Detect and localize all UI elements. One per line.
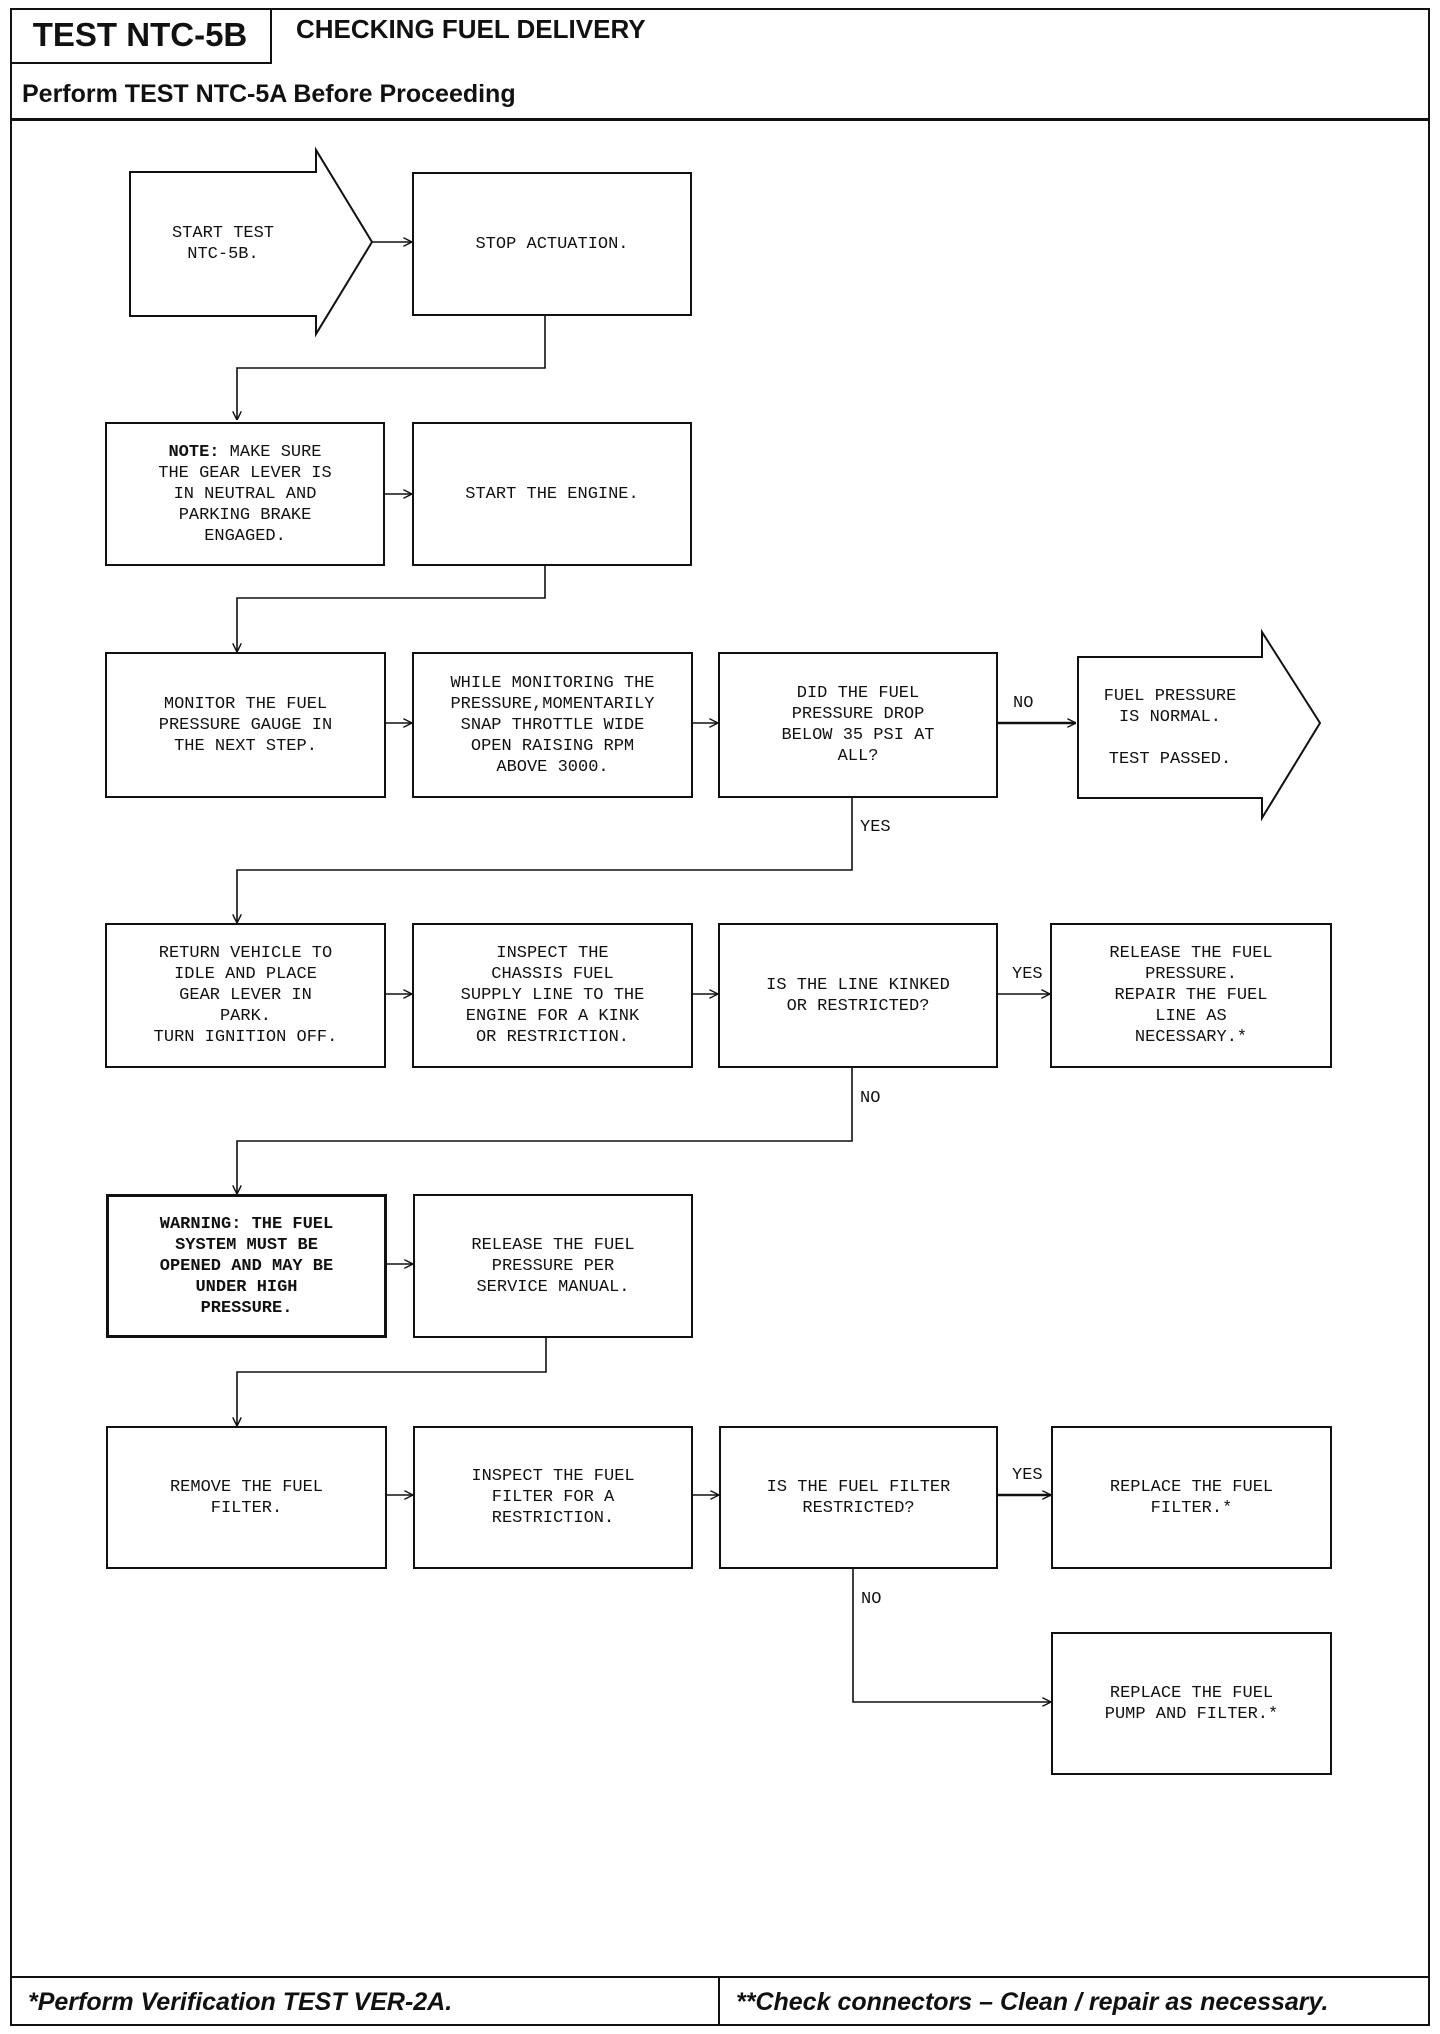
header-divider bbox=[10, 118, 1430, 121]
decision-filter-restricted: IS THE FUEL FILTER RESTRICTED? bbox=[719, 1426, 998, 1569]
label-yes-filter: YES bbox=[1012, 1466, 1043, 1485]
release-pressure-box: RELEASE THE FUEL PRESSURE PER SERVICE MA… bbox=[413, 1194, 693, 1338]
inspect-line-box: INSPECT THE CHASSIS FUEL SUPPLY LINE TO … bbox=[412, 923, 693, 1068]
test-passed-node: FUEL PRESSURE IS NORMAL. TEST PASSED. bbox=[1103, 686, 1237, 769]
label-yes-pressure: YES bbox=[860, 818, 891, 837]
note-text: MAKE SURE THE GEAR LEVER IS IN NEUTRAL A… bbox=[158, 442, 332, 546]
label-no-kinked: NO bbox=[860, 1089, 881, 1108]
snap-throttle-box: WHILE MONITORING THE PRESSURE,MOMENTARIL… bbox=[412, 652, 693, 798]
note-label: NOTE: bbox=[168, 442, 220, 462]
warning-box: WARNING: THE FUEL SYSTEM MUST BE OPENED … bbox=[106, 1194, 387, 1338]
page-title: CHECKING FUEL DELIVERY bbox=[296, 14, 646, 44]
footer-connector-note: **Check connectors – Clean / repair as n… bbox=[736, 1988, 1329, 2016]
footer-separator bbox=[718, 1976, 720, 2026]
remove-filter-box: REMOVE THE FUEL FILTER. bbox=[106, 1426, 387, 1569]
inspect-filter-box: INSPECT THE FUEL FILTER FOR A RESTRICTIO… bbox=[413, 1426, 693, 1569]
test-id-box: TEST NTC-5B bbox=[10, 8, 272, 64]
return-idle-box: RETURN VEHICLE TO IDLE AND PLACE GEAR LE… bbox=[105, 923, 386, 1068]
page-frame bbox=[10, 8, 1430, 2026]
footer-verification-note: *Perform Verification TEST VER-2A. bbox=[28, 1988, 453, 2016]
footer-divider bbox=[10, 1976, 1430, 1978]
page-subtitle: Perform TEST NTC-5A Before Proceeding bbox=[22, 80, 516, 108]
start-arrow-shape bbox=[129, 146, 374, 338]
start-engine-box: START THE ENGINE. bbox=[412, 422, 692, 566]
monitor-gauge-box: MONITOR THE FUEL PRESSURE GAUGE IN THE N… bbox=[105, 652, 386, 798]
decision-line-kinked: IS THE LINE KINKED OR RESTRICTED? bbox=[718, 923, 998, 1068]
start-node: START TEST NTC-5B. bbox=[171, 224, 275, 264]
passed-arrow-shape bbox=[1077, 628, 1322, 822]
label-no-pressure: NO bbox=[1013, 694, 1034, 713]
replace-filter-box: REPLACE THE FUEL FILTER.* bbox=[1051, 1426, 1332, 1569]
replace-pump-box: REPLACE THE FUEL PUMP AND FILTER.* bbox=[1051, 1632, 1332, 1775]
decision-pressure-drop: DID THE FUEL PRESSURE DROP BELOW 35 PSI … bbox=[718, 652, 998, 798]
note-box: NOTE: MAKE SURE THE GEAR LEVER IS IN NEU… bbox=[105, 422, 385, 566]
repair-line-box: RELEASE THE FUEL PRESSURE. REPAIR THE FU… bbox=[1050, 923, 1332, 1068]
label-no-filter: NO bbox=[861, 1590, 882, 1609]
stop-actuation-box: STOP ACTUATION. bbox=[412, 172, 692, 316]
label-yes-kinked: YES bbox=[1012, 965, 1043, 984]
